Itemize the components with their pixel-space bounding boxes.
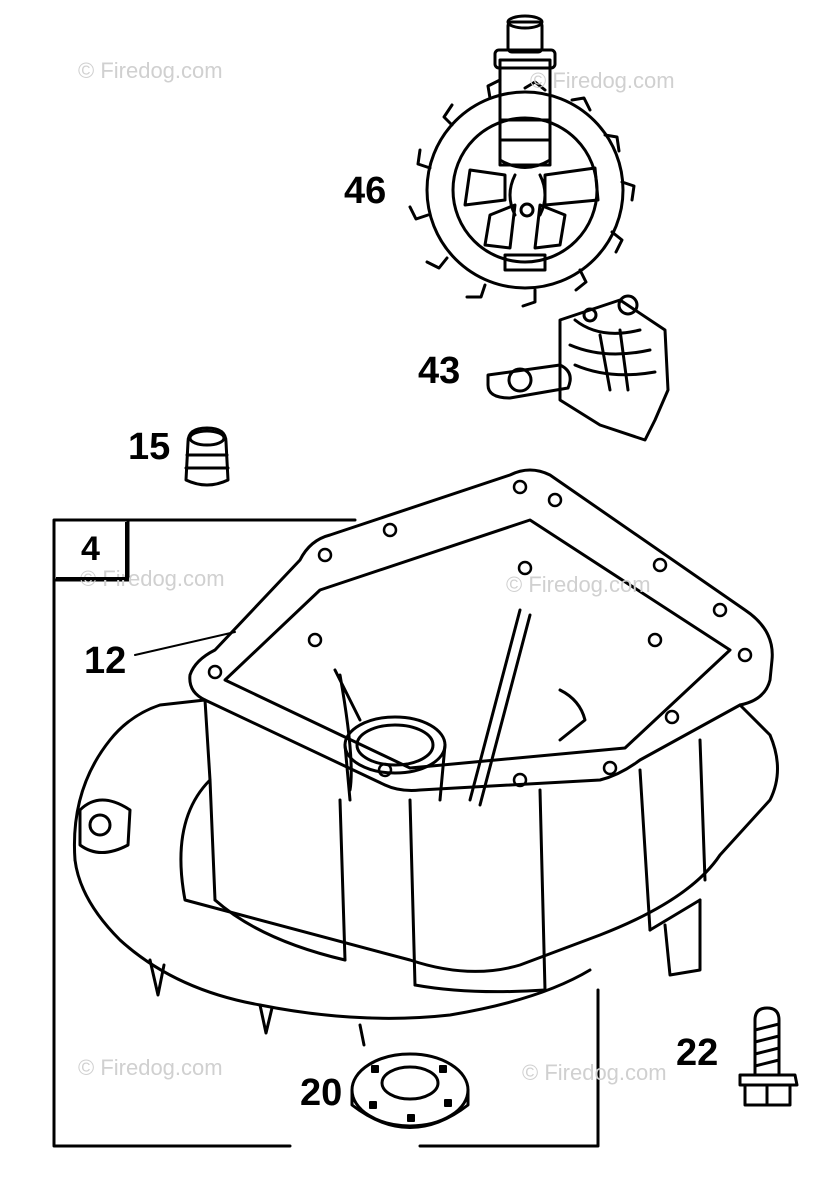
callout-22: 22	[676, 1032, 719, 1074]
watermark-bottom-left: © Firedog.com	[78, 1055, 223, 1080]
governor-lever-drawing	[486, 294, 670, 442]
watermark-bottom-right: © Firedog.com	[522, 1060, 667, 1085]
callout-12: 12	[84, 640, 127, 682]
callout-4: 4	[56, 522, 128, 580]
watermark-top-left: © Firedog.com	[78, 58, 223, 83]
assembly-bracket	[52, 518, 600, 1148]
callout-15: 15	[128, 426, 171, 468]
callout-46: 46	[344, 170, 387, 212]
callout-43: 43	[418, 350, 461, 392]
plug-drawing	[184, 426, 230, 487]
watermark-top-right: © Firedog.com	[530, 68, 675, 93]
callout-20: 20	[300, 1072, 343, 1114]
camshaft-gear-drawing	[408, 14, 636, 308]
oil-sump-drawing	[72, 468, 779, 1047]
bolt-drawing	[738, 1006, 799, 1107]
watermark-middle-right: © Firedog.com	[506, 572, 651, 597]
oil-seal-drawing	[350, 1052, 470, 1129]
